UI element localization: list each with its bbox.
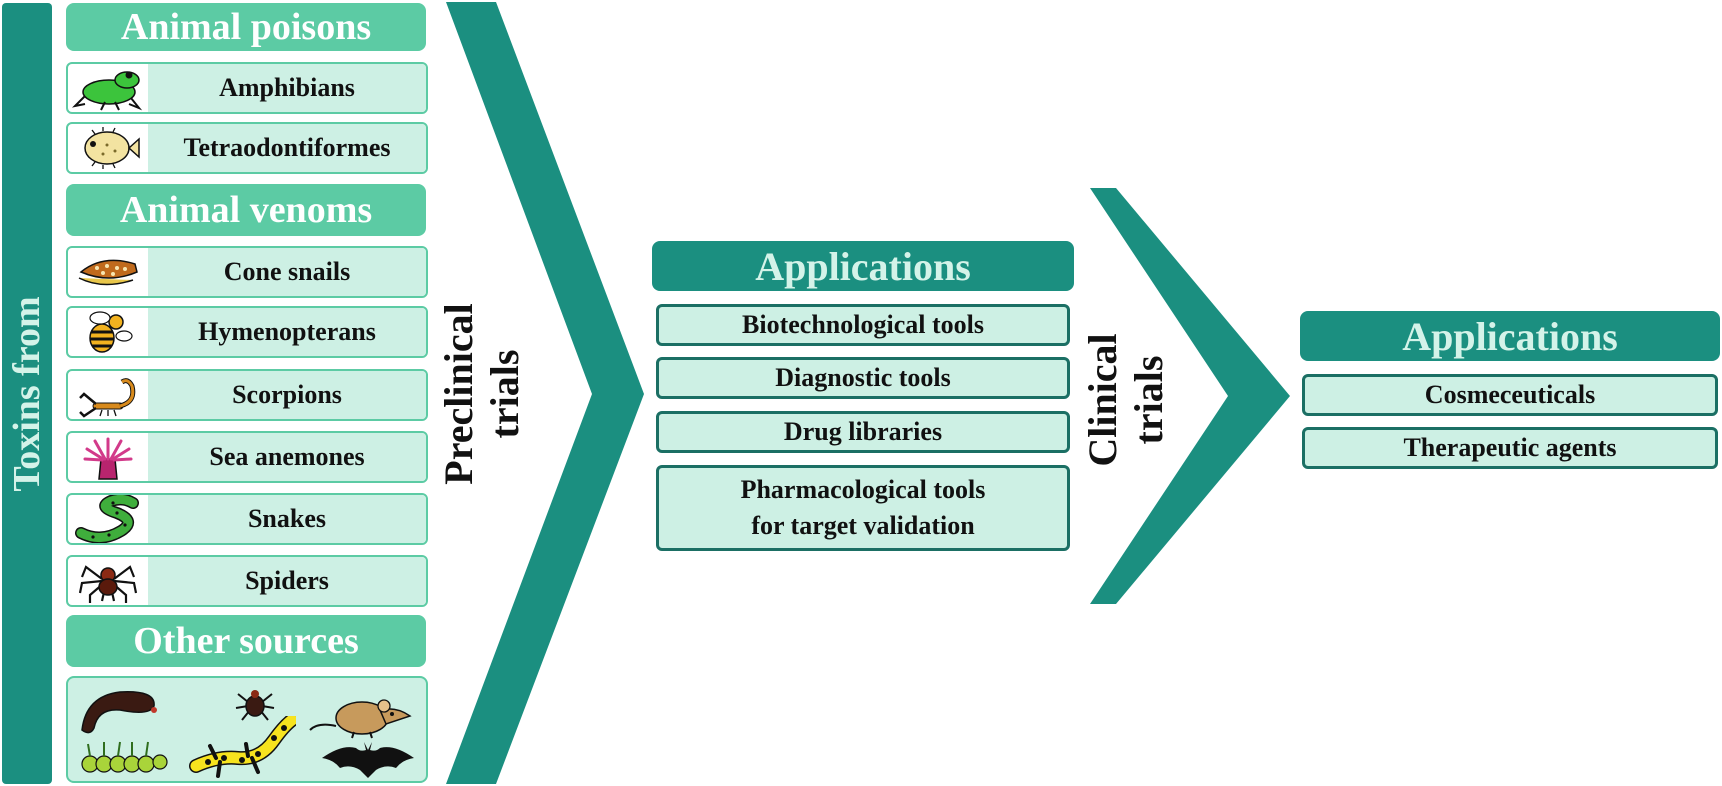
pufferfish-icon bbox=[68, 124, 148, 172]
clinical-label-line2: trials bbox=[1126, 355, 1171, 445]
bee-icon bbox=[68, 308, 148, 356]
preclinical-label-line1: Preclinical bbox=[436, 303, 481, 485]
bat-icon bbox=[322, 742, 414, 778]
source-row-amphibians: Amphibians bbox=[66, 62, 428, 114]
applications-header-preclinical: Applications bbox=[652, 241, 1074, 291]
source-label: Hymenopterans bbox=[148, 308, 426, 356]
clinical-trials-label: Clinical trials bbox=[1080, 333, 1172, 466]
app-item-diagnostic-tools: Diagnostic tools bbox=[656, 357, 1070, 399]
caterpillar-icon bbox=[81, 741, 168, 773]
toxins-from-bar: Toxins from bbox=[2, 3, 52, 784]
source-row-snakes: Snakes bbox=[66, 493, 428, 545]
toxins-from-label: Toxins from bbox=[6, 295, 48, 492]
other-sources-box bbox=[66, 676, 428, 783]
cone-snail-icon bbox=[68, 248, 148, 296]
app-item-therapeutic-agents: Therapeutic agents bbox=[1302, 427, 1718, 469]
source-row-spiders: Spiders bbox=[66, 555, 428, 607]
other-sources-header: Other sources bbox=[66, 615, 426, 667]
spider-icon bbox=[68, 557, 148, 605]
shrew-icon bbox=[309, 699, 412, 739]
tick-icon bbox=[235, 690, 275, 721]
frog-icon bbox=[68, 64, 148, 112]
preclinical-chevron-arrow bbox=[446, 2, 644, 784]
source-row-hymenopterans: Hymenopterans bbox=[66, 306, 428, 358]
source-label: Snakes bbox=[148, 495, 426, 543]
app-item-cosmeceuticals: Cosmeceuticals bbox=[1302, 374, 1718, 416]
source-label: Scorpions bbox=[148, 371, 426, 419]
app-item-line: for target validation bbox=[751, 511, 975, 540]
app-item-pharmacological-tools: Pharmacological tools for target validat… bbox=[656, 465, 1070, 551]
scorpion-icon bbox=[68, 371, 148, 419]
source-row-sea-anemones: Sea anemones bbox=[66, 431, 428, 483]
animal-poisons-header: Animal poisons bbox=[66, 3, 426, 51]
applications-header-clinical: Applications bbox=[1300, 311, 1720, 361]
source-label: Sea anemones bbox=[148, 433, 426, 481]
source-label: Tetraodontiformes bbox=[148, 124, 426, 172]
clinical-chevron-arrow bbox=[1090, 188, 1290, 604]
app-item-drug-libraries: Drug libraries bbox=[656, 411, 1070, 453]
snake-icon bbox=[68, 495, 148, 543]
clinical-label-line1: Clinical bbox=[1080, 333, 1125, 467]
leech-icon bbox=[81, 691, 157, 734]
animal-venoms-header: Animal venoms bbox=[66, 184, 426, 236]
source-label: Amphibians bbox=[148, 64, 426, 112]
sea-anemone-icon bbox=[68, 433, 148, 481]
source-label: Cone snails bbox=[148, 248, 426, 296]
salamander-icon bbox=[189, 716, 296, 778]
preclinical-trials-label: Preclinical trials bbox=[436, 303, 528, 484]
source-label: Spiders bbox=[148, 557, 426, 605]
source-row-tetraodontiformes: Tetraodontiformes bbox=[66, 122, 428, 174]
app-item-line: Pharmacological tools bbox=[740, 475, 986, 504]
app-item-biotechnological-tools: Biotechnological tools bbox=[656, 304, 1070, 346]
source-row-cone-snails: Cone snails bbox=[66, 246, 428, 298]
source-row-scorpions: Scorpions bbox=[66, 369, 428, 421]
preclinical-label-line2: trials bbox=[482, 349, 527, 439]
